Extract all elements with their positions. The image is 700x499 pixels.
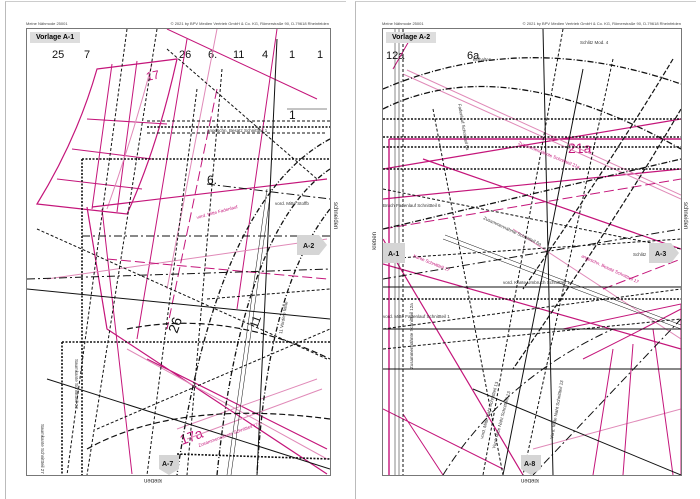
pattern-label: Schlitz Mod. 4 bbox=[580, 40, 609, 45]
marker-right: A-2 bbox=[297, 235, 327, 255]
pattern-line bbox=[86, 322, 330, 450]
pattern-line: 12a 6a bbox=[386, 50, 480, 62]
pattern-text: A-1 bbox=[388, 251, 399, 258]
sheet-tag: Vorlage A-2 bbox=[386, 32, 437, 43]
pattern-text: A-3 bbox=[655, 251, 666, 258]
piece-number: 1 bbox=[317, 49, 323, 61]
pattern-label: angeschn. Besatz Schnittteil 1 bbox=[207, 128, 268, 133]
pattern-label: vord. Mitte Stoffb bbox=[275, 201, 309, 206]
sheet-tag: Vorlage A-1 bbox=[30, 32, 81, 43]
pattern-line: 25 7 26 6. 11 4 1 1 1 6. 26 11 bbox=[52, 49, 323, 335]
marker-bottom: A-7 bbox=[159, 455, 179, 475]
piece-number: 11 bbox=[233, 49, 244, 61]
pattern-line bbox=[27, 38, 330, 475]
pattern-line bbox=[36, 29, 330, 475]
marker-left: A-1 bbox=[383, 243, 405, 263]
piece-number: 26 bbox=[179, 49, 191, 61]
pattern-line bbox=[383, 178, 681, 290]
pattern-frame: Vorlage A-1 25 7 26 6. 11 4 1 1 1 6. 26 … bbox=[26, 28, 331, 476]
pattern-line bbox=[383, 29, 681, 475]
pattern-line: Schlitz Mod. 4 einhalten Zusammennähnte … bbox=[383, 40, 647, 449]
pattern-line bbox=[176, 138, 330, 475]
pattern-line bbox=[106, 88, 328, 330]
cut-instruction: schneiden bbox=[332, 202, 338, 230]
pattern-label: vord. Kante Umbruch Schnittteil 1 bbox=[503, 280, 571, 285]
pattern-drawing: 25 7 26 6. 11 4 1 1 1 6. 26 11 17 17a bbox=[27, 29, 330, 475]
header-right: © 2021 by BPV Medien Vertrieb GmbH & Co.… bbox=[170, 21, 329, 26]
pattern-line bbox=[562, 303, 681, 475]
glue-instruction-left: kleben bbox=[372, 232, 378, 250]
piece-number: 17a bbox=[178, 425, 206, 448]
pattern-label: angeschn. Besatz Schnittteil 17 bbox=[581, 253, 640, 284]
pattern-line bbox=[383, 228, 681, 475]
pattern-line bbox=[383, 118, 681, 475]
pattern-label: 11 Vordere Mitte bbox=[278, 301, 289, 335]
pattern-line bbox=[27, 183, 330, 280]
pattern-page-a1: Meine Nähmode 25001 © 2021 by BPV Medien… bbox=[5, 1, 346, 499]
pattern-line bbox=[388, 138, 681, 475]
header-left: Meine Nähmode 25001 bbox=[382, 21, 424, 26]
marker-right: A-3 bbox=[649, 243, 679, 263]
pattern-line bbox=[521, 455, 541, 475]
pattern-line bbox=[106, 63, 153, 210]
piece-number: 4 bbox=[262, 49, 268, 61]
pattern-line: angeschn. Besatz Schnittteil 1 vord. Mit… bbox=[40, 128, 309, 474]
header-left: Meine Nähmode 25001 bbox=[26, 21, 68, 26]
piece-number: 6. bbox=[208, 49, 217, 61]
pattern-line bbox=[297, 235, 327, 255]
glue-instruction: kleben bbox=[521, 477, 539, 483]
cut-instruction: schneiden bbox=[682, 202, 688, 230]
pattern-label: vord. Mitte Fadenlauf Schnittteil 1 bbox=[383, 314, 450, 319]
pattern-label: Saumkante Schnittteil 27 bbox=[74, 359, 79, 409]
pattern-line bbox=[35, 58, 178, 215]
pattern-label: Bruch Fadenlauf Schnittteil 6 bbox=[383, 203, 441, 208]
pattern-line bbox=[61, 126, 330, 475]
pattern-label: Zusammennähnte Schnittteil 12a bbox=[409, 303, 414, 369]
pattern-frame: Vorlage A-2 12a 6a 21a Schlitz Mod. 4 bbox=[382, 28, 682, 476]
pattern-line bbox=[101, 29, 318, 475]
pattern-page-a2: Meine Nähmode 25001 © 2021 by BPV Medien… bbox=[355, 1, 696, 499]
piece-number: 12a bbox=[386, 50, 405, 62]
piece-number: 11 bbox=[247, 313, 265, 330]
pattern-line bbox=[226, 108, 327, 475]
pattern-label: einhalten bbox=[473, 57, 492, 62]
pattern-line bbox=[383, 57, 681, 230]
header-right: © 2021 by BPV Medien Vertrieb GmbH & Co.… bbox=[522, 21, 681, 26]
pattern-label: Zusammennähnte Schnittteil 6a bbox=[483, 215, 543, 246]
piece-number: 1 bbox=[289, 49, 295, 61]
pattern-line bbox=[512, 58, 681, 370]
piece-number: 26 bbox=[165, 315, 185, 335]
pattern-line bbox=[159, 455, 179, 475]
pattern-label: Saumkante Schnittteil 27 bbox=[40, 424, 45, 474]
pattern-label: Schlitz bbox=[633, 252, 647, 257]
pattern-text: A-8 bbox=[524, 461, 535, 468]
pattern-label: vord. Mitte Fadenlauf bbox=[196, 204, 239, 220]
pattern-line bbox=[649, 243, 679, 263]
piece-number: 25 bbox=[52, 49, 64, 61]
piece-number: 7 bbox=[84, 49, 90, 61]
pattern-line bbox=[383, 118, 681, 300]
piece-number: 6a bbox=[467, 50, 480, 62]
pattern-label: Kante Schnittteil 17 bbox=[413, 253, 451, 272]
glue-instruction: kleben bbox=[144, 477, 162, 483]
piece-number: 1 bbox=[289, 108, 296, 122]
pattern-line bbox=[56, 60, 168, 213]
pattern-label: Fadenlauf Schnittteil 6a bbox=[457, 103, 470, 151]
pattern-text: A-2 bbox=[303, 243, 314, 250]
pattern-text: A-7 bbox=[162, 461, 173, 468]
marker-bottom: A-8 bbox=[521, 455, 541, 475]
pattern-line bbox=[383, 243, 405, 263]
pattern-drawing: 12a 6a 21a Schlitz Mod. 4 einhalten Zusa… bbox=[383, 29, 681, 475]
